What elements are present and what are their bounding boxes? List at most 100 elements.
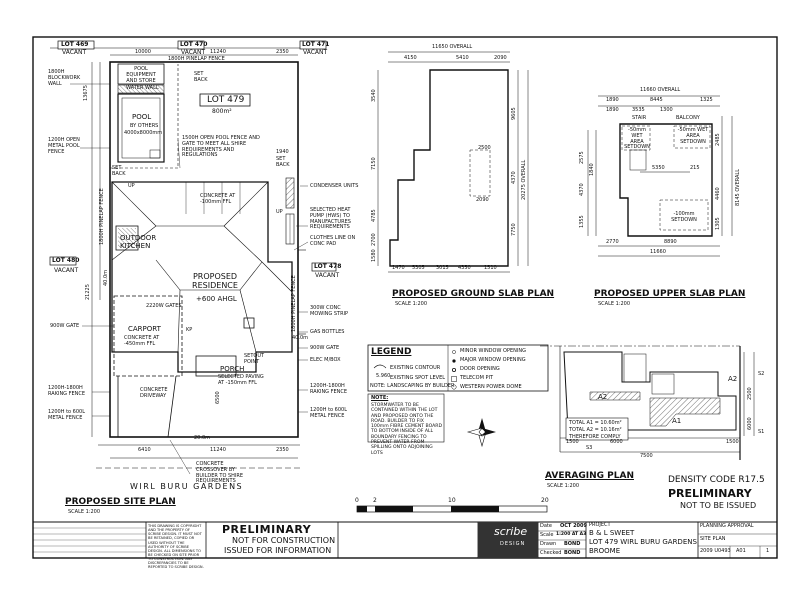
ground-slab-scale: SCALE 1:200 [395, 301, 428, 307]
sheet-border [32, 36, 778, 559]
upper-inner-dim-2: 215 [690, 165, 700, 171]
averaging-dim-3: 7500 [640, 453, 653, 459]
up-label-2: UP [276, 209, 283, 215]
upper-top-dim-2: 8445 [650, 97, 663, 103]
crossover-note: CONCRETE CROSSOVER BY BUILDER TO SHIRE R… [196, 461, 244, 485]
dim-top-mid: 11240 [210, 49, 226, 55]
ground-left-dim-4: 2700 [371, 233, 377, 246]
legend-spot-sample: 5.960 [376, 373, 391, 379]
porch-paving-note: SELECTED PAVING AT -150mm FFL [218, 374, 264, 386]
project-address: LOT 479 WIRL BURU GARDENS [589, 538, 697, 546]
averaging-dim-1: 1500 [566, 439, 579, 445]
lot-area: 800m² [212, 108, 232, 115]
ground-right-dim-1: 9605 [511, 107, 517, 120]
upper-top-dim-1: 1890 [606, 97, 619, 103]
porch-label: PORCH [220, 365, 245, 373]
averaging-plan-drawing [540, 345, 755, 460]
pool-by-label: BY OTHERS [130, 123, 159, 129]
site-plan-drawing [49, 40, 337, 475]
copyright-note: THIS DRAWING IS COPYRIGHT AND THE PROPER… [148, 524, 204, 570]
upper-slab-outline [619, 123, 713, 237]
ground-right-overall: 20275 OVERALL [521, 159, 527, 200]
scale-tick-20: 20 [541, 497, 549, 504]
setout-point-label: SETOUT POINT [244, 353, 265, 365]
scale-tick-2: 2 [373, 497, 377, 504]
carport-slab-note: CONCRETE AT -450mm FFL [124, 335, 160, 347]
upper-left-dim-1: 2575 [579, 151, 585, 164]
upper-bottom-overall: 11660 [650, 249, 666, 255]
lot480-status: VACANT [54, 267, 79, 274]
note-title: NOTE: [371, 395, 389, 401]
title-issued: ISSUED FOR INFORMATION [224, 546, 332, 555]
averaging-dim-4: 1500 [726, 439, 739, 445]
wet-area-right: -50mm WET AREA SETDOWN [677, 127, 709, 145]
project-label: PROJECT [589, 522, 611, 528]
dim-right-side: 40.0m [292, 335, 309, 341]
scale-label: Scale [540, 532, 554, 538]
averaging-s2: S2 [758, 371, 765, 377]
stair-label: STAIR [632, 115, 647, 121]
legend-door: DOOR OPENING [460, 366, 500, 372]
raking-fence-left: 1200H-1800H RAKING FENCE [48, 385, 86, 397]
carport-label: CARPORT [128, 325, 161, 333]
water-wall-label: WATER WALL [126, 85, 159, 91]
ground-left-dim-2: 7150 [371, 157, 377, 170]
dim-left-side: 40.0m [103, 269, 109, 286]
averaging-comply: THEREFORE COMPLY [569, 434, 621, 440]
date-label: Date [540, 523, 552, 529]
metal-fence-right: 1200H to 600L METAL FENCE [310, 407, 348, 419]
alfresco-slab-note: CONCRETE AT -100mm FFL [200, 193, 236, 205]
upper-slab-scale: SCALE 1:200 [598, 301, 631, 307]
ground-left-dim-3: 4785 [371, 209, 377, 222]
legend-landscaping-note: NOTE: LANDSCAPING BY BUILDER [370, 383, 455, 389]
averaging-total-a1: TOTAL A1 = 10.60m² [569, 420, 622, 426]
legend-existing-contour: EXISTING CONTOUR [390, 365, 441, 371]
checked-value: BOND [564, 550, 581, 556]
site-plan-scale: SCALE 1:200 [68, 509, 101, 515]
upper-left-dim-2: 1840 [589, 163, 595, 176]
side-fence-right: 1800H PINELAP FENCE [291, 275, 297, 332]
lot469-status: VACANT [62, 49, 87, 56]
gate-900-right: 900W GATE [310, 345, 340, 351]
dim-setback-bottom: 6500 [215, 391, 221, 404]
upper-left-dim-3: 4370 [579, 183, 585, 196]
frontage-dim: 20.0m [194, 435, 211, 441]
checked-label: Checked [540, 550, 562, 556]
client-name: B & L SWEET [589, 529, 635, 537]
heat-pump-note: SELECTED HEAT PUMP (HWS) TO MANUFACTURES… [310, 207, 351, 231]
dim-bottom-mid: 11240 [210, 447, 226, 453]
project-town: BROOME [589, 547, 621, 555]
ground-bottom-dim-3: 3015 [436, 265, 449, 271]
ground-overall-top: 11650 OVERALL [432, 44, 473, 50]
averaging-a2-side-label: A2 [728, 375, 738, 383]
lot-479-boundary [109, 61, 299, 438]
averaging-scale: SCALE 1:200 [547, 483, 580, 489]
revision: 1 [766, 548, 770, 554]
gas-bottles-label: GAS BOTTLES [310, 329, 345, 335]
averaging-total-a2: TOTAL A2 = 10.16m² [569, 427, 622, 433]
ground-bottom-dim-1: 1470 [392, 265, 405, 271]
density-status: PRELIMINARY [668, 487, 752, 500]
elec-box-label: ELEC M/BOX [310, 357, 341, 363]
dim-top-left: 10000 [135, 49, 151, 55]
pool-size-label: 4000x8000mm [124, 130, 163, 136]
dim-left-upper: 13675 [83, 85, 89, 101]
open-metal-fence-note: 1200H OPEN METAL POOL FENCE [48, 137, 80, 155]
setdown-center: -100mm SETDOWN [671, 211, 697, 223]
upper-slab-title: PROPOSED UPPER SLAB PLAN [594, 289, 746, 299]
upper-second-dim-2: 3535 [632, 107, 645, 113]
upper-slab-drawing [587, 95, 733, 257]
upper-right-dim-1: 2485 [715, 133, 721, 146]
ground-inner-dim-1: 2500 [478, 145, 491, 151]
scale-tick-0: 0 [355, 497, 359, 504]
lot-label: LOT 479 [207, 95, 245, 105]
lot470-label: LOT 470 [180, 41, 208, 48]
ground-left-dim-1: 3540 [371, 89, 377, 102]
averaging-a2-label: A2 [598, 393, 608, 401]
ground-bottom-dim-2: 5305 [412, 265, 425, 271]
ground-inner-dim-2: 2090 [476, 197, 489, 203]
ground-left-dim-5: 1580 [371, 249, 377, 262]
upper-overall-top: 11660 OVERALL [640, 87, 681, 93]
upper-bottom-dim-2: 8890 [664, 239, 677, 245]
